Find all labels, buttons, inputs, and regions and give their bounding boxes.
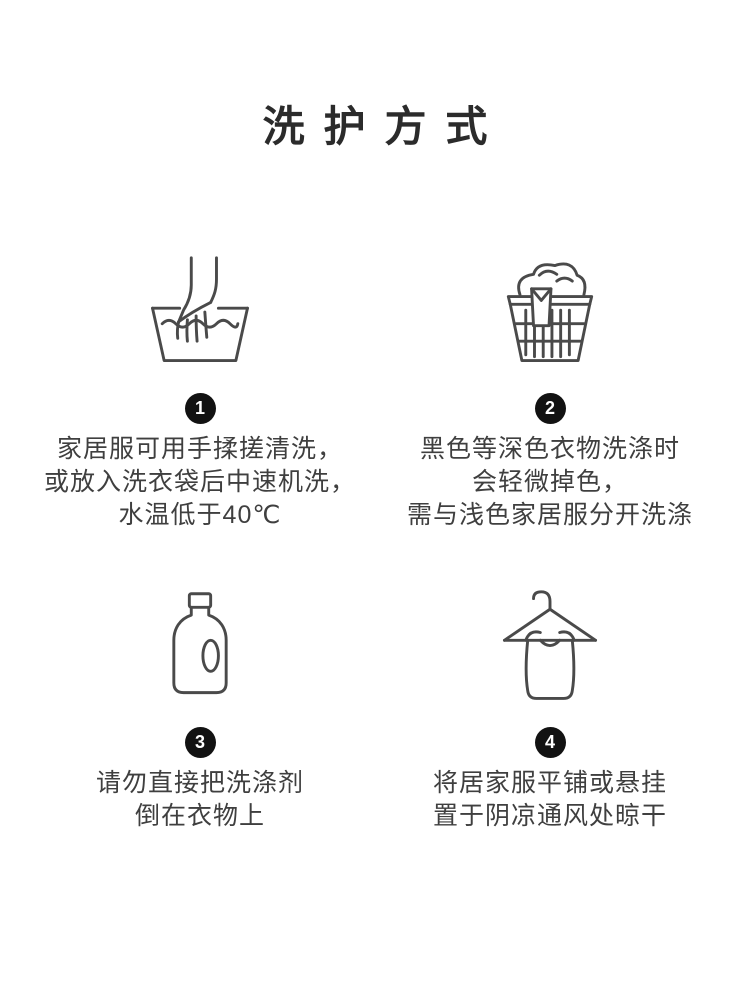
- care-text-line: 水温低于40℃: [118, 501, 282, 530]
- care-text-block: 将居家服平铺或悬挂 置于阴凉通风处晾干: [433, 767, 667, 833]
- hanger-shirt-icon: [487, 574, 613, 712]
- care-text-line: 倒在衣物上: [134, 802, 265, 831]
- page-title: 洗护方式: [262, 103, 507, 150]
- care-text-block: 黑色等深色衣物洗涤时 会轻微掉色， 需与浅色家居服分开洗涤: [407, 433, 693, 532]
- care-text-line: 置于阴凉通风处晾干: [432, 802, 667, 831]
- step-number: 1: [194, 398, 205, 419]
- care-text-line: 会轻微掉色，: [471, 468, 628, 497]
- step-number-badge: 4: [534, 727, 566, 759]
- care-grid-row-1: 1 家居服可用手揉搓清洗， 或放入洗衣袋后中速机洗， 水温低于40℃: [0, 240, 750, 532]
- care-grid-row-2: 3 请勿直接把洗涤剂 倒在衣物上: [0, 574, 750, 833]
- hand-wash-icon: [137, 240, 263, 378]
- care-text-block: 家居服可用手揉搓清洗， 或放入洗衣袋后中速机洗， 水温低于40℃: [44, 433, 356, 532]
- care-text-line: 黑色等深色衣物洗涤时: [419, 435, 680, 464]
- care-text-line: 需与浅色家居服分开洗涤: [406, 501, 693, 530]
- care-item-2: 2 黑色等深色衣物洗涤时 会轻微掉色， 需与浅色家居服分开洗涤: [375, 240, 725, 532]
- detergent-bottle-icon: [137, 574, 263, 712]
- step-number: 2: [544, 398, 555, 419]
- care-text-line: 或放入洗衣袋后中速机洗，: [43, 468, 356, 497]
- step-number: 4: [544, 732, 555, 753]
- care-text-block: 请勿直接把洗涤剂 倒在衣物上: [96, 767, 304, 833]
- care-item-3: 3 请勿直接把洗涤剂 倒在衣物上: [25, 574, 375, 833]
- step-number-badge: 3: [184, 727, 216, 759]
- step-number: 3: [194, 732, 205, 753]
- care-item-1: 1 家居服可用手揉搓清洗， 或放入洗衣袋后中速机洗， 水温低于40℃: [25, 240, 375, 532]
- care-item-4: 4 将居家服平铺或悬挂 置于阴凉通风处晾干: [375, 574, 725, 833]
- step-number-badge: 2: [534, 393, 566, 425]
- care-text-line: 将居家服平铺或悬挂: [432, 769, 667, 798]
- care-text-line: 请勿直接把洗涤剂: [95, 769, 304, 798]
- step-number-badge: 1: [184, 393, 216, 425]
- laundry-basket-icon: [487, 240, 613, 378]
- care-text-line: 家居服可用手揉搓清洗，: [56, 435, 343, 464]
